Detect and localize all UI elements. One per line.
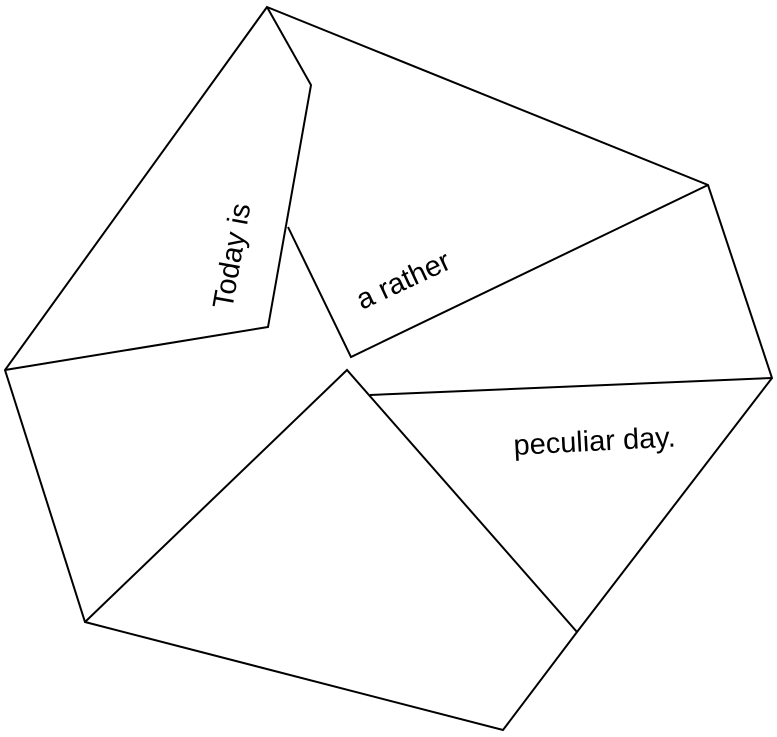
text-today-is: Today is <box>207 201 257 311</box>
outer-outline <box>3 5 774 732</box>
fold-panel-right <box>369 377 773 396</box>
fold-panel-bottom <box>84 368 578 633</box>
text-a-rather: a rather <box>351 245 455 316</box>
fold-panel-top-right <box>287 184 709 359</box>
fold-panel-top-left <box>4 6 313 371</box>
text-peculiar-day: peculiar day. <box>513 422 677 462</box>
